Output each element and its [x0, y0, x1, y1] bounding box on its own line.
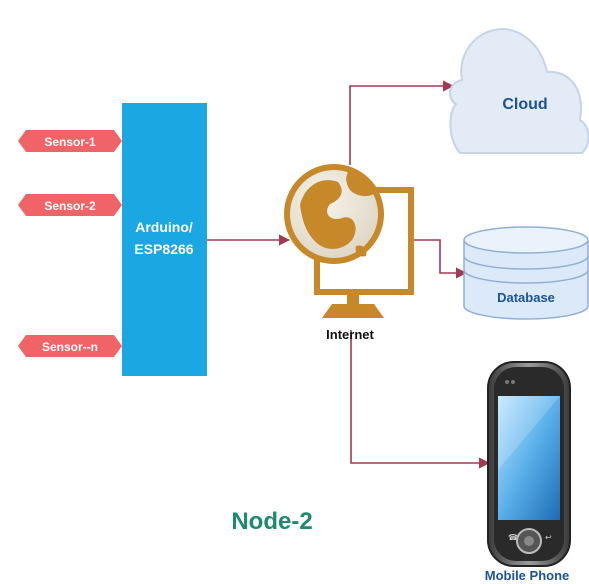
svg-text:☎: ☎ [508, 533, 518, 542]
cloud-label: Cloud [502, 96, 547, 113]
node-label: Node-2 [231, 508, 312, 535]
database-icon [463, 226, 589, 320]
controller-line2: ESP8266 [134, 241, 193, 257]
globe-icon [284, 164, 384, 264]
controller-box: Arduino/ ESP8266 [122, 103, 207, 376]
svg-text:↩: ↩ [545, 533, 552, 542]
sensor-1: Sensor-1 [18, 130, 122, 152]
sensor-n-label: Sensor--n [42, 340, 98, 354]
arrow-internet-to-cloud [349, 80, 455, 165]
connectors [207, 80, 491, 469]
arrow-internet-to-database [410, 239, 468, 279]
mobile-phone-icon: ☎ ↩ [487, 361, 571, 567]
arrow-internet-to-mobile [350, 330, 491, 469]
sensor-1-label: Sensor-1 [44, 135, 96, 149]
internet-label: Internet [326, 327, 374, 342]
cloud-icon [449, 28, 589, 154]
database-label: Database [497, 290, 555, 305]
sensor-2: Sensor-2 [18, 194, 122, 216]
sensor-n: Sensor--n [18, 335, 122, 357]
controller-line1: Arduino/ [135, 219, 193, 235]
mobile-phone-label: Mobile Phone [485, 568, 570, 583]
sensor-2-label: Sensor-2 [44, 199, 96, 213]
